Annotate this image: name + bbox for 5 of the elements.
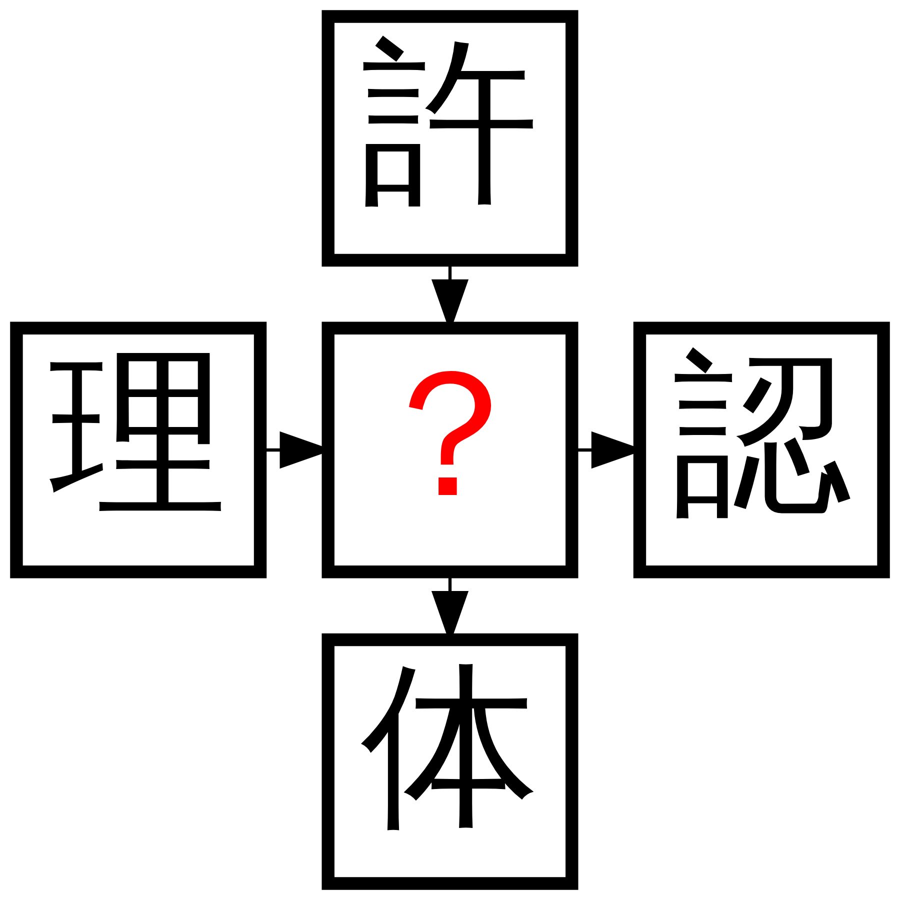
node-box: 認 [633, 322, 890, 578]
node-box: 許 [322, 10, 578, 267]
node-box: ？ [322, 322, 578, 578]
node-box: 理 [10, 322, 267, 578]
node-box: 体 [322, 633, 578, 890]
